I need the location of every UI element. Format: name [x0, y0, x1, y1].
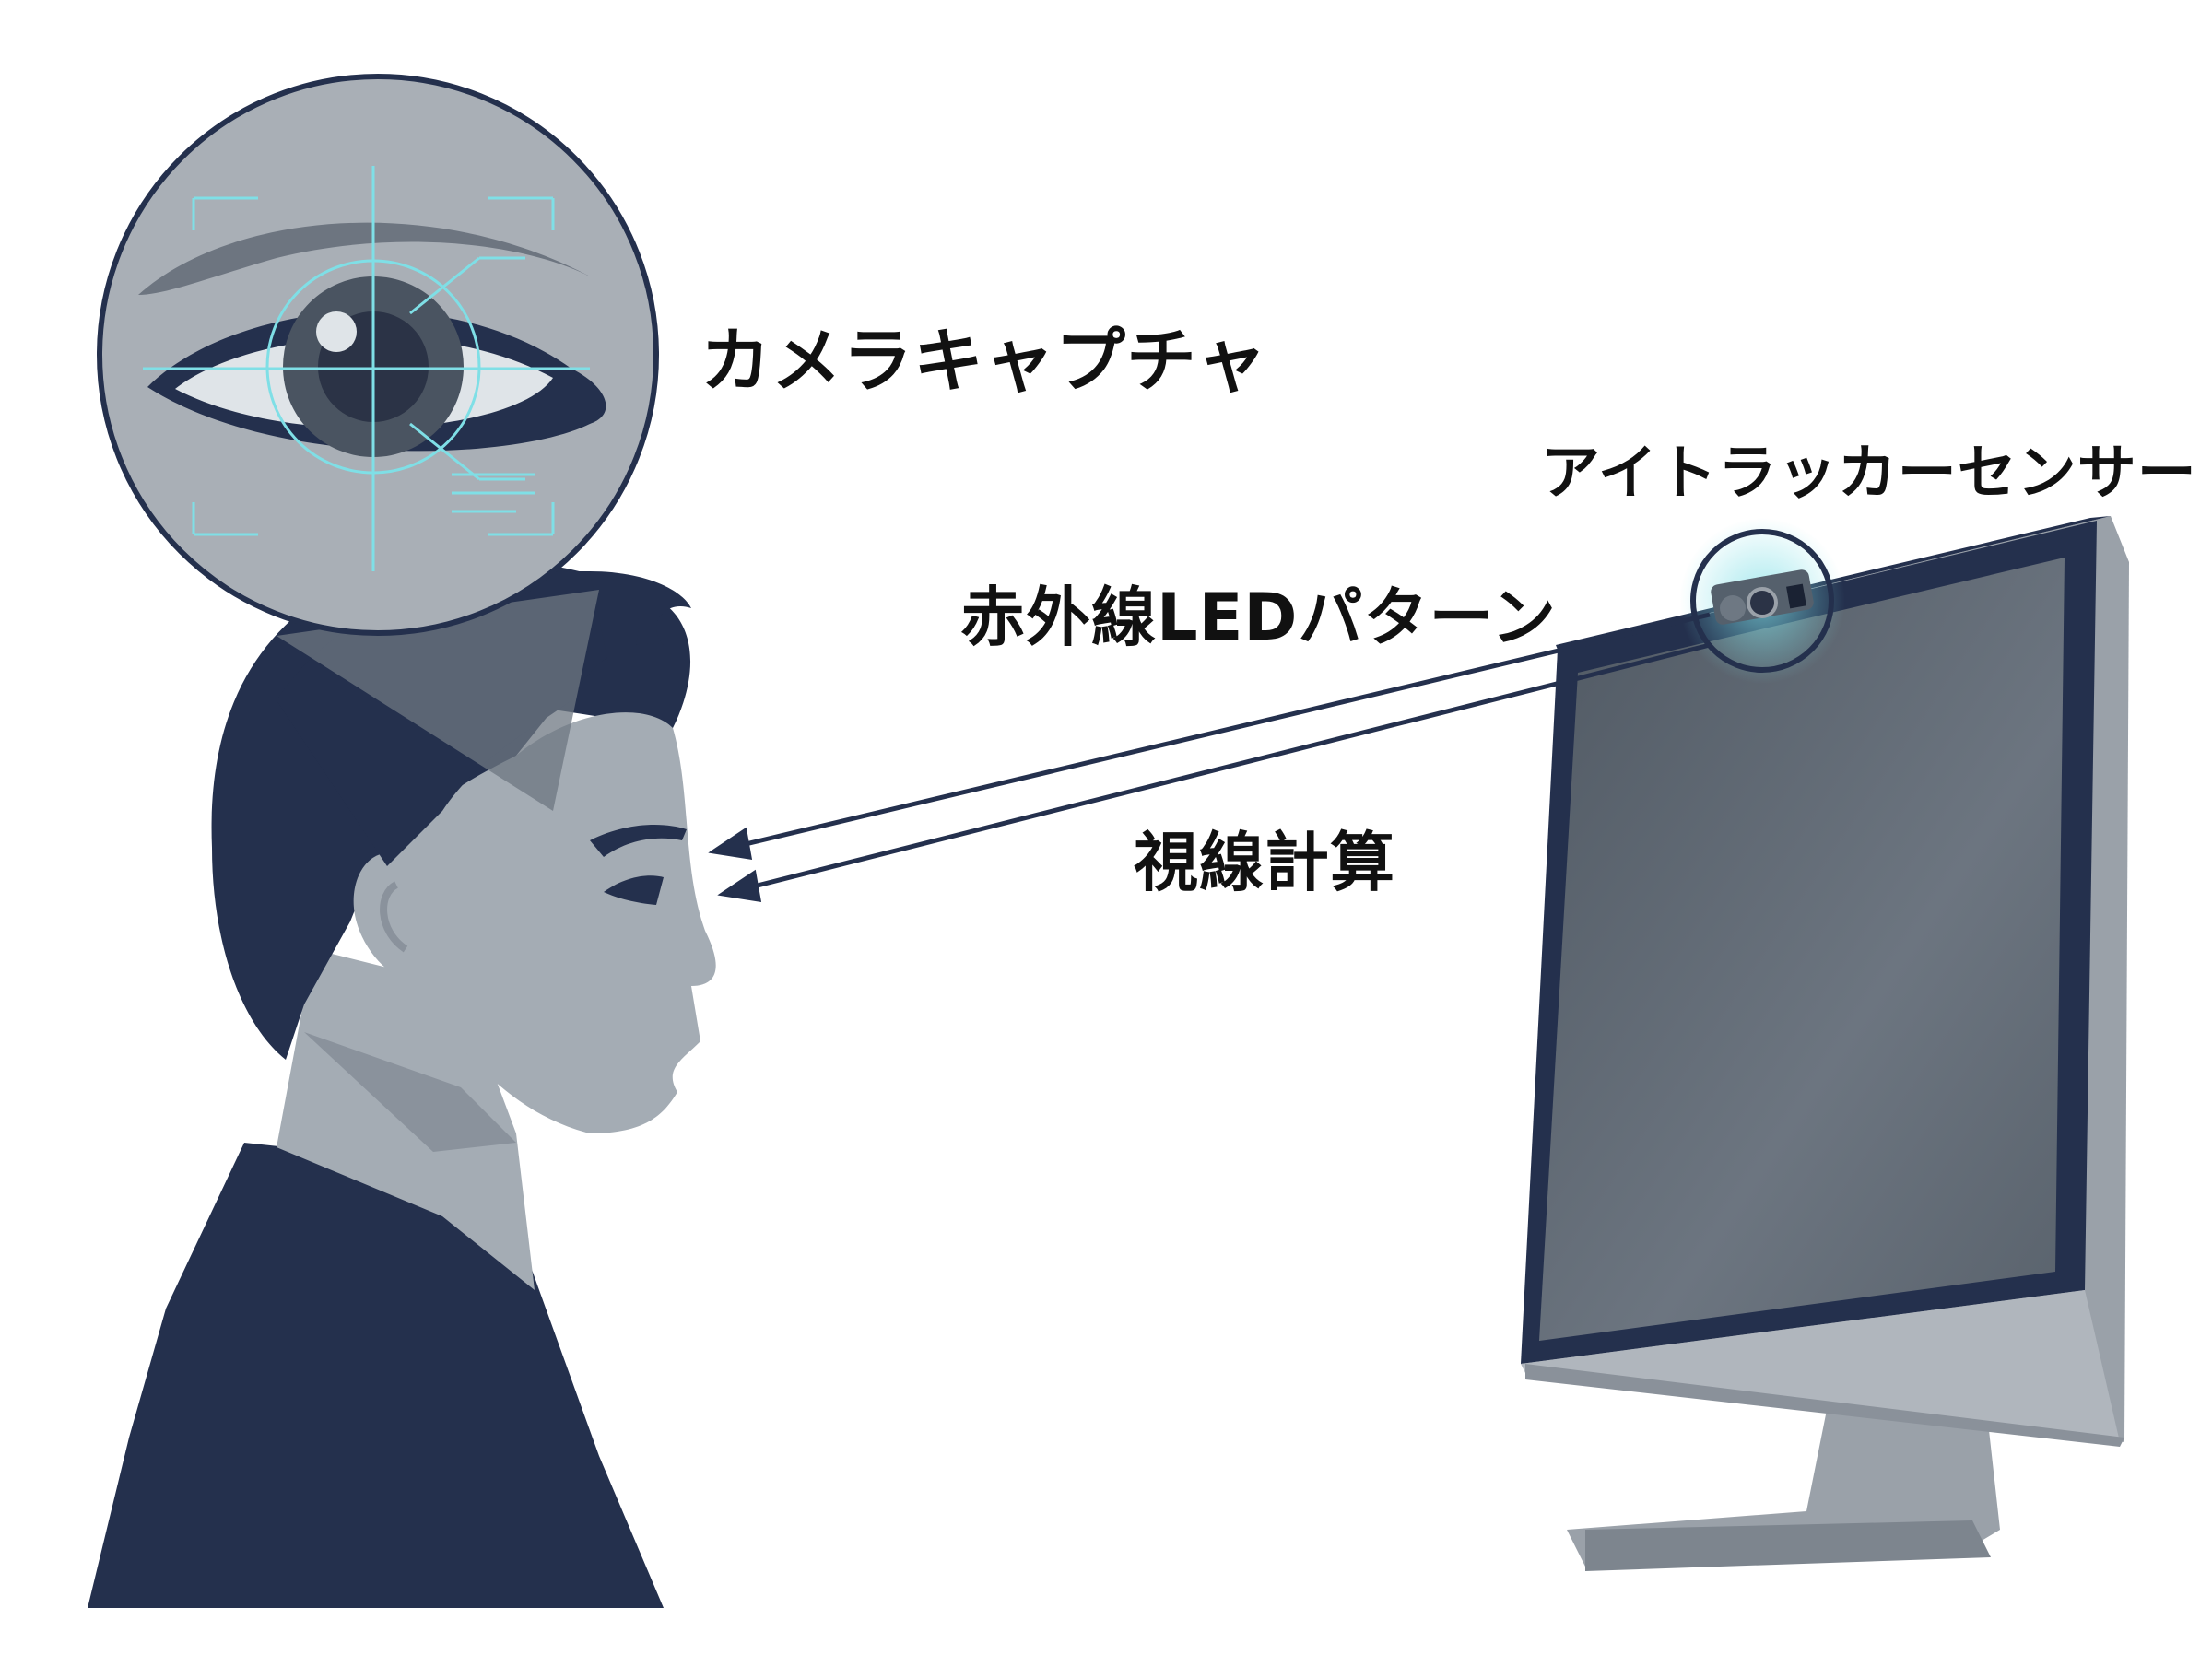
- eye-tracker-sensor-icon: [1679, 518, 1845, 684]
- monitor-icon: [1521, 516, 2129, 1571]
- camera-capture-label: カメラキャプチャ: [700, 320, 1268, 402]
- gaze-calculation-label: 視線計算: [1134, 825, 1395, 900]
- ir-led-pattern-label: 赤外線LEDパターン: [960, 580, 1558, 655]
- eye-closeup-icon: [97, 74, 659, 636]
- eye-tracker-sensor-label: アイトラッカーセンサー: [1541, 440, 2197, 508]
- ir-beam-arrows: [708, 612, 1711, 903]
- person-silhouette-icon: [88, 558, 716, 1608]
